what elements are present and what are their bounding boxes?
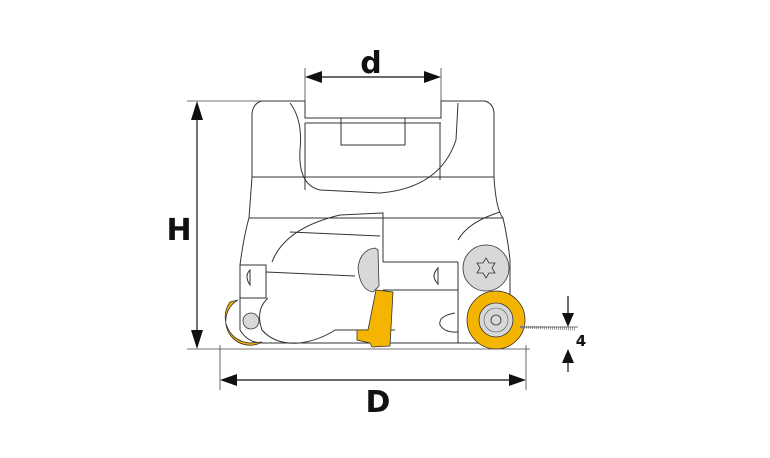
right-insert xyxy=(462,244,576,350)
dimension-h: H xyxy=(166,100,530,350)
cutter-body xyxy=(239,100,511,344)
middle-insert xyxy=(356,247,394,348)
left-insert xyxy=(224,299,263,346)
clamp-screw-icon xyxy=(357,247,380,293)
dimension-depth: 4 xyxy=(520,296,586,372)
dimension-d: d xyxy=(304,46,442,101)
label-D: D xyxy=(366,385,391,420)
dimension-D: D xyxy=(219,345,527,420)
label-h: H xyxy=(166,213,191,248)
left-screw-icon xyxy=(242,312,260,330)
label-d: d xyxy=(360,46,381,81)
torx-screw-icon xyxy=(462,244,510,292)
label-4: 4 xyxy=(576,332,586,350)
